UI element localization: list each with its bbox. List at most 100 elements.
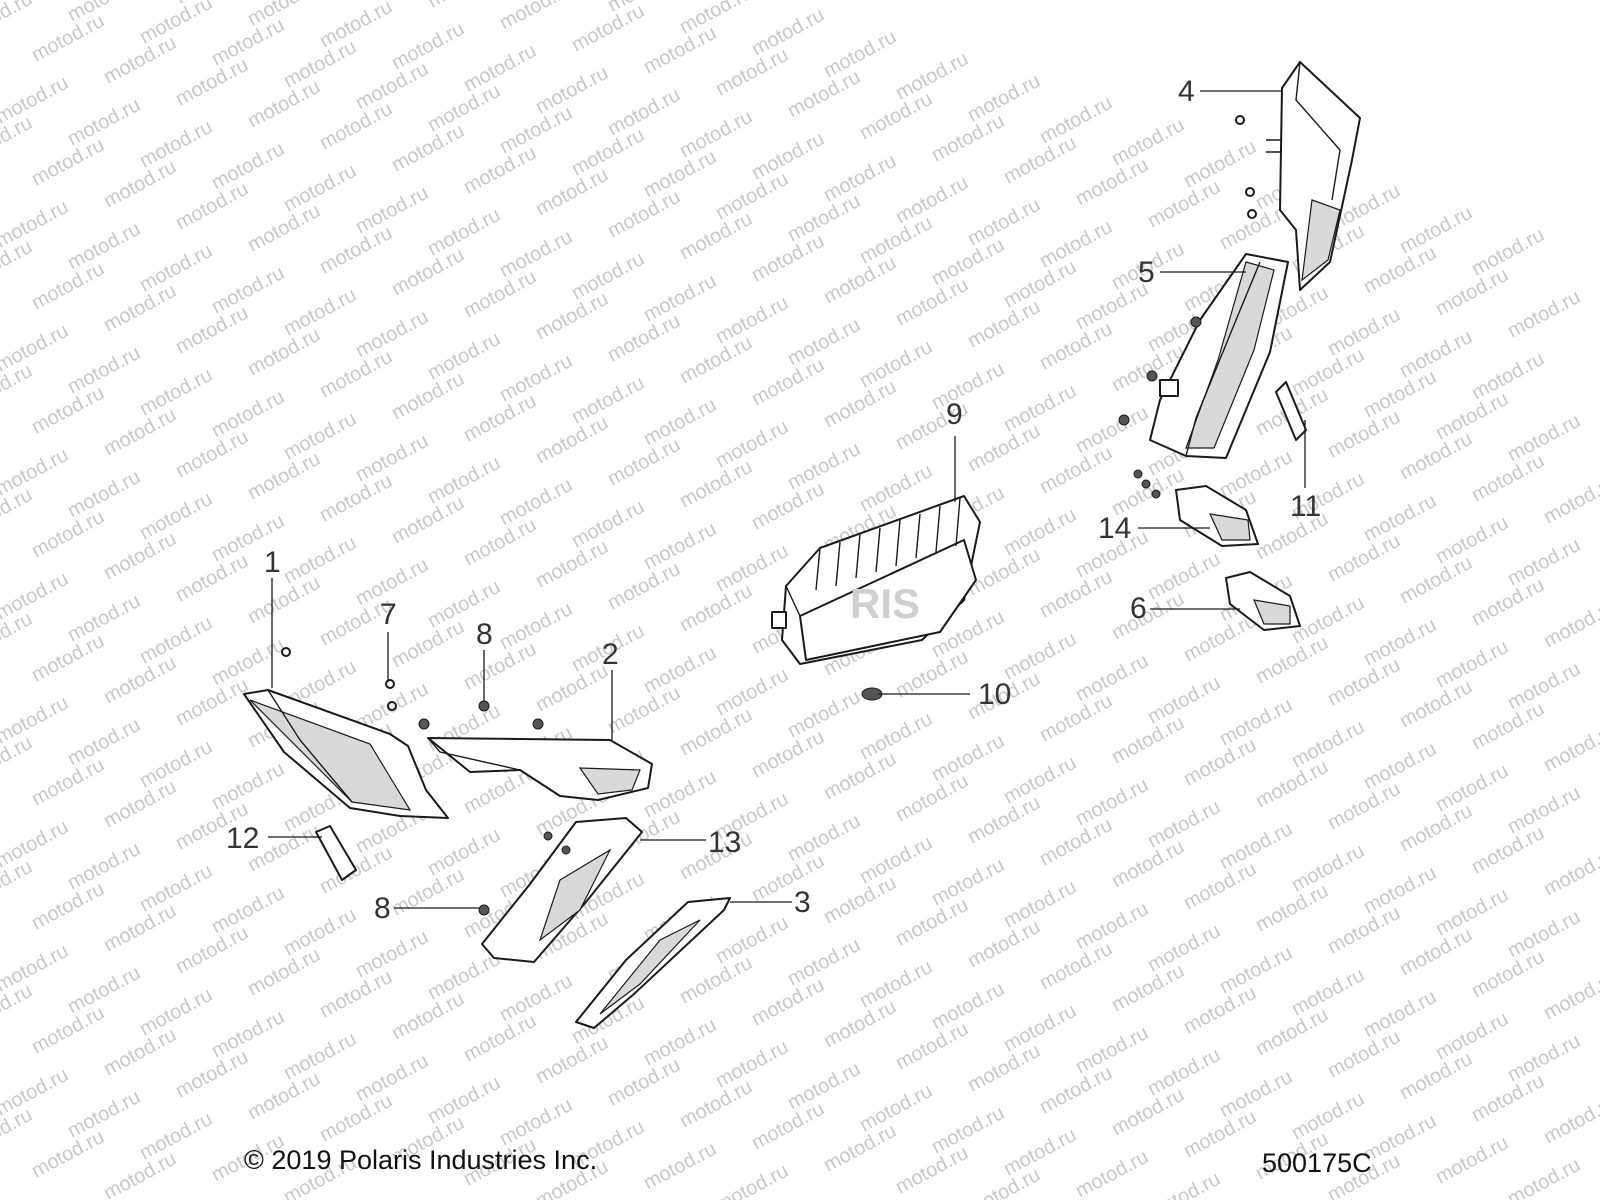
watermark-text: motod.ru bbox=[640, 22, 720, 78]
watermark-text: motod.ru bbox=[892, 1142, 972, 1198]
watermark-text: motod.ru bbox=[1180, 982, 1260, 1038]
watermark-text: motod.ru bbox=[856, 212, 936, 268]
watermark-text: motod.ru bbox=[856, 956, 936, 1012]
watermark-text: motod.ru bbox=[64, 838, 144, 894]
watermark-text: motod.ru bbox=[28, 630, 108, 686]
watermark-text: motod.ru bbox=[100, 776, 180, 832]
watermark-text: motod.ru bbox=[172, 426, 252, 482]
watermark-text: motod.ru bbox=[532, 288, 612, 344]
watermark-text: motod.ru bbox=[1000, 628, 1080, 684]
watermark-text: motod.ru bbox=[1072, 1146, 1152, 1200]
watermark-text: motod.ru bbox=[1468, 348, 1548, 404]
watermark-text: motod.ru bbox=[1396, 202, 1476, 258]
watermark-text: motod.ru bbox=[820, 748, 900, 804]
watermark-text: motod.ru bbox=[388, 368, 468, 424]
watermark-text: motod.ru bbox=[1396, 924, 1476, 980]
watermark-text: motod.ru bbox=[244, 1068, 324, 1124]
part-3-lamp bbox=[575, 897, 731, 1029]
watermark-text: motod.ru bbox=[1360, 490, 1440, 546]
watermark-text: motod.ru bbox=[460, 266, 540, 322]
watermark-text: motod.ru bbox=[1072, 154, 1152, 210]
watermark-text: motod.ru bbox=[460, 1010, 540, 1066]
watermark-text: motod.ru bbox=[748, 4, 828, 60]
watermark-text: motod.ru bbox=[28, 1126, 108, 1182]
watermark-text: motod.ru bbox=[1504, 534, 1584, 590]
watermark-text: motod.ru bbox=[1432, 1008, 1512, 1064]
watermark-text: motod.ru bbox=[712, 1160, 792, 1200]
watermark-text: motod.ru bbox=[1036, 566, 1116, 622]
watermark-text: motod.ru bbox=[136, 240, 216, 296]
watermark-text: motod.ru bbox=[820, 26, 900, 82]
watermark-text: motod.ru bbox=[100, 1024, 180, 1080]
watermark-text: motod.ru bbox=[784, 934, 864, 990]
watermark-text: motod.ru bbox=[28, 134, 108, 190]
watermark-text: motod.ru bbox=[460, 142, 540, 198]
watermark-text: motod.ru bbox=[1324, 406, 1404, 462]
watermark-text: motod.ru bbox=[28, 382, 108, 438]
watermark-text: motod.ru bbox=[496, 226, 576, 282]
watermark-text: motod.ru bbox=[1072, 402, 1152, 458]
watermark-text: motod.ru bbox=[784, 66, 864, 122]
watermark-text: motod.ru bbox=[1144, 176, 1224, 232]
watermark-text: motod.ru bbox=[820, 150, 900, 206]
watermark-text: motod.ru bbox=[1396, 1048, 1476, 1104]
watermark-text: motod.ru bbox=[1288, 716, 1368, 772]
watermark-text: motod.ru bbox=[928, 978, 1008, 1034]
watermark-text: motod.ru bbox=[640, 394, 720, 450]
copyright-notice: © 2019 Polaris Industries Inc. bbox=[244, 1145, 598, 1175]
watermark-text: motod.ru bbox=[100, 404, 180, 460]
watermark-text: motod.ru bbox=[1324, 778, 1404, 834]
callout-3: 3 bbox=[794, 886, 811, 919]
watermark-text: motod.ru bbox=[1036, 442, 1116, 498]
watermark-text: motod.ru bbox=[388, 244, 468, 300]
watermark-text: motod.ru bbox=[1432, 512, 1512, 568]
watermark-text: motod.ru bbox=[568, 248, 648, 304]
watermark-text: motod.ru bbox=[1504, 410, 1584, 466]
watermark-text: motod.ru bbox=[100, 652, 180, 708]
watermark-text: motod.ru bbox=[676, 704, 756, 760]
watermark-text: motod.ru bbox=[784, 190, 864, 246]
watermark-text: motod.ru bbox=[1540, 968, 1600, 1024]
watermark-text: motod.ru bbox=[1180, 1106, 1260, 1162]
watermark-text: motod.ru bbox=[1072, 650, 1152, 706]
callout-10: 10 bbox=[978, 678, 1011, 711]
watermark-text: motod.ru bbox=[568, 0, 648, 56]
watermark-text: motod.ru bbox=[424, 0, 504, 12]
watermark-text: motod.ru bbox=[280, 160, 360, 216]
watermark-text: motod.ru bbox=[1180, 858, 1260, 914]
watermark-text: motod.ru bbox=[1252, 880, 1332, 936]
watermark-text: motod.ru bbox=[424, 824, 504, 880]
drawing-number: 500175C bbox=[1262, 1148, 1372, 1178]
watermark-text: motod.ru bbox=[460, 40, 540, 96]
part-9-headlight-module: RIS bbox=[771, 495, 981, 665]
watermark-text: motod.ru bbox=[136, 736, 216, 792]
watermark-text: motod.ru bbox=[28, 506, 108, 562]
watermark-text: motod.ru bbox=[136, 612, 216, 668]
watermark-text: motod.ru bbox=[172, 1046, 252, 1102]
watermark-text: motod.ru bbox=[424, 328, 504, 384]
watermark-text: motod.ru bbox=[316, 346, 396, 402]
watermark-text: motod.ru bbox=[208, 138, 288, 194]
callout-2: 2 bbox=[602, 638, 619, 671]
watermark-text: motod.ru bbox=[604, 1054, 684, 1110]
watermark-text: motod.ru bbox=[1432, 760, 1512, 816]
callout-13: 13 bbox=[708, 826, 741, 859]
watermark-text: motod.ru bbox=[532, 412, 612, 468]
watermark-text: motod.ru bbox=[64, 590, 144, 646]
watermark-text: motod.ru bbox=[208, 758, 288, 814]
watermark-text: motod.ru bbox=[172, 922, 252, 978]
watermark-text: motod.ru bbox=[568, 372, 648, 428]
watermark-text: motod.ru bbox=[748, 478, 828, 534]
watermark-text: motod.ru bbox=[568, 124, 648, 180]
watermark-text: motod.ru bbox=[1324, 1026, 1404, 1082]
watermark-text: motod.ru bbox=[1432, 264, 1512, 320]
watermark-text: motod.ru bbox=[856, 88, 936, 144]
watermark-text: motod.ru bbox=[532, 660, 612, 716]
watermark-text: motod.ru bbox=[1540, 596, 1600, 652]
watermark-text: motod.ru bbox=[1360, 242, 1440, 298]
watermark-text: motod.ru bbox=[1468, 224, 1548, 280]
watermark-text: motod.ru bbox=[1540, 844, 1600, 900]
watermark-text: motod.ru bbox=[208, 882, 288, 938]
watermark-text: motod.ru bbox=[1144, 672, 1224, 728]
part-13-lamp bbox=[478, 817, 643, 963]
